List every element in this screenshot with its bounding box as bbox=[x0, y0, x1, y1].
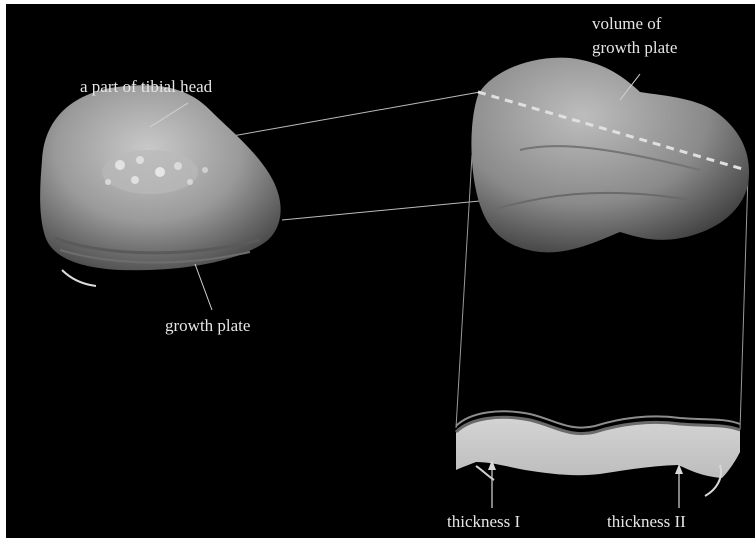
thickness-arrow-1 bbox=[488, 460, 496, 508]
tibial-head-model bbox=[40, 85, 281, 286]
label-volume-line-1: volume of bbox=[592, 14, 661, 34]
label-volume-line-2: growth plate bbox=[592, 38, 677, 58]
label-thickness-1: thickness I bbox=[447, 512, 520, 532]
thickness-arrow-2 bbox=[675, 464, 683, 508]
connector-line-left-vertical bbox=[456, 155, 472, 428]
connector-line-right-vertical bbox=[740, 175, 748, 430]
growth-plate-section-model bbox=[456, 411, 740, 496]
connector-line-bottom bbox=[282, 200, 490, 220]
label-growth-plate: growth plate bbox=[165, 316, 250, 336]
growth-plate-volume-model bbox=[471, 58, 749, 253]
label-thickness-2: thickness II bbox=[607, 512, 686, 532]
connector-line-top bbox=[210, 92, 480, 140]
label-tibial-head: a part of tibial head bbox=[80, 77, 212, 97]
pointer-growth-plate bbox=[195, 264, 212, 310]
